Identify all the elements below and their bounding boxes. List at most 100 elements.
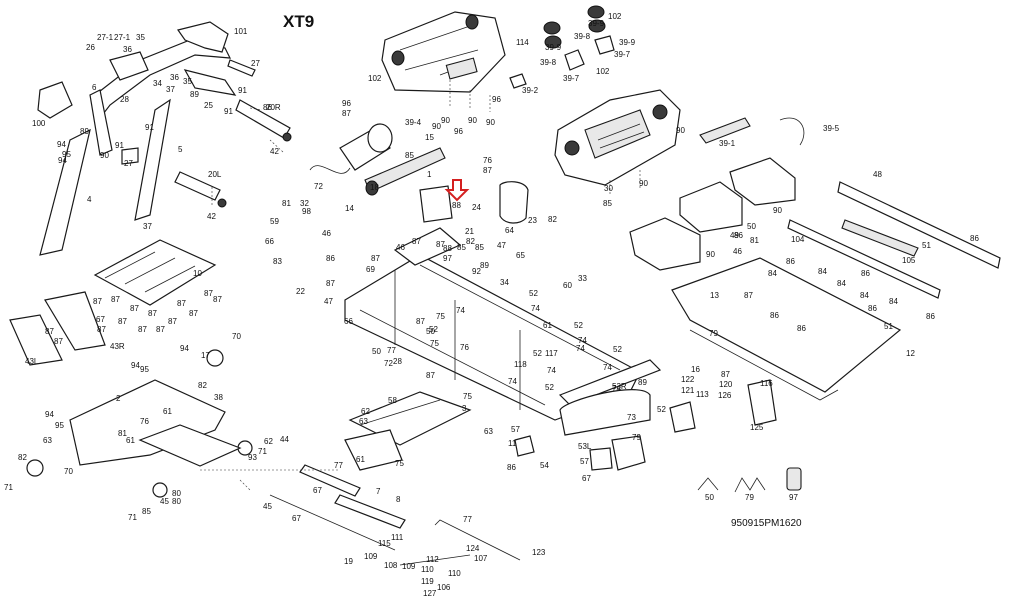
callout-label: 71 [4,483,13,492]
callout-label: 85 [603,199,612,208]
callout-label: 77 [463,515,472,524]
callout-label: 87 [483,166,492,175]
callout-label: 23 [528,216,537,225]
callout-label: 87 [204,289,213,298]
callout-label: 50 [705,493,714,502]
callout-label: 102 [368,74,382,83]
callout-label: 66 [344,317,353,326]
callout-label: 22 [296,287,305,296]
callout-label: 74 [547,366,556,375]
callout-label: 35 [136,33,145,42]
callout-label: 87 [148,309,157,318]
shroud-covers [629,117,805,271]
callout-label: 125 [750,423,764,432]
callout-label: 75 [395,459,404,468]
callout-label: 117 [545,349,558,358]
callout-label: 16 [691,365,700,374]
callout-label: 53L [578,442,592,451]
callout-label: 52 [533,349,542,358]
callout-label: 3 [462,404,467,413]
callout-label: 14 [345,204,354,213]
callout-label: 84 [837,279,846,288]
callout-label: 47 [324,297,333,306]
hardware-samples [697,379,802,493]
callout-label: 95 [140,365,149,374]
callout-label: 19 [344,557,353,566]
callout-label: 90 [432,122,441,131]
callout-label: 89 [190,90,199,99]
callout-label: 84 [889,297,898,306]
callout-label: 100 [32,119,46,128]
callout-label: 39-1 [719,139,736,148]
callout-label: 90 [706,250,715,259]
callout-label: 86 [326,254,335,263]
callout-label: 82 [198,381,207,390]
callout-label: 17 [201,351,210,360]
drawing-code: 950915PM1620 [731,518,802,529]
callout-label: 72 [314,182,323,191]
callout-label: 123 [532,548,546,557]
callout-label: 39-8 [540,58,557,67]
callout-label: 20R [266,103,281,112]
callout-label: 38 [214,393,223,402]
callout-label: 67 [96,315,105,324]
callout-label: 71 [128,513,137,522]
callout-label: 35 [183,77,192,86]
callout-label: 51 [884,322,893,331]
callout-label: 69 [366,265,375,274]
callout-label: 67 [292,514,301,523]
callout-label: 90 [100,151,109,160]
callout-label: 39-2 [522,86,539,95]
callout-label: 116 [760,379,773,388]
callout-label: 30 [604,184,613,193]
callout-label: 77 [334,461,343,470]
callout-label: 60 [563,281,572,290]
callout-label: 90 [676,126,685,135]
callout-label: 28 [120,95,129,104]
callout-label: 87 [426,371,435,380]
callout-label: 87 [177,299,186,308]
callout-label: 74 [531,304,540,313]
callout-label: 87 [93,297,102,306]
callout-label: 81 [118,429,127,438]
callout-label: 27-1 [114,33,131,42]
callout-label: 12 [906,349,915,358]
callout-label: 114 [516,38,529,47]
callout-label: 28 [393,357,402,366]
incline-frame [9,239,253,498]
callout-label: 85 [142,507,151,516]
callout-label: 82 [548,215,557,224]
callout-label: 96 [454,127,463,136]
callout-label: 87 [45,327,54,336]
callout-label: 104 [791,235,805,244]
callout-label: 95 [62,150,71,159]
callout-label: 26 [86,43,95,52]
callout-label: 6 [92,83,97,92]
callout-label: 52 [574,321,583,330]
callout-label: 74 [578,336,587,345]
callout-label: 90 [486,118,495,127]
callout-label: 36 [123,45,132,54]
callout-label: 8 [396,495,401,504]
callout-label: 70 [232,332,241,341]
callout-label: 87 [721,370,730,379]
callout-label: 63 [43,436,52,445]
callout-label: 71 [258,447,267,456]
callout-label: 67 [582,474,591,483]
callout-label: 18 [370,183,379,192]
callout-label: 39-8 [574,32,591,41]
callout-label: 109 [402,562,416,571]
callout-label: 27 [251,59,260,68]
callout-label: 57 [580,457,589,466]
callout-label: 34 [153,79,162,88]
callout-label: 87 [412,237,421,246]
callout-label: 61 [356,455,365,464]
callout-label: 90 [468,116,477,125]
callout-label: 87 [156,325,165,334]
callout-label: 79 [632,433,641,442]
rollers-and-rods [269,401,696,566]
callout-label: 65 [516,251,525,260]
callout-label: 42 [270,147,279,156]
callout-label: 21 [465,227,474,236]
callout-label: 13 [710,291,719,300]
